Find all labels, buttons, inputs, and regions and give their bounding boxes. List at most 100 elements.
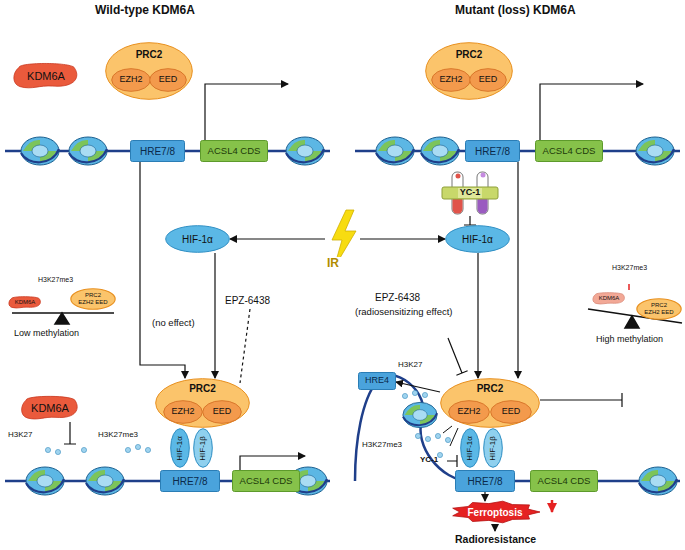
node-text: HRE4 [365, 376, 389, 386]
node-text: KDM6A [31, 402, 69, 414]
text-holder: HIF-1α [460, 428, 480, 468]
subunit-ellipse: EZH2 [111, 68, 151, 92]
annotation-label: YC-1 [420, 455, 438, 464]
dna-strand [5, 151, 680, 481]
factor-ellipse: HIF-1β [483, 428, 503, 468]
decrease-arrow [551, 500, 554, 512]
subunit-ellipse: EED [490, 400, 532, 424]
annotation-label: H3K27 [8, 430, 32, 439]
node-text: HIF-1β [489, 436, 498, 461]
node-text: ACSL4 CDS [543, 146, 596, 156]
subunit-ellipse: EZH2 [431, 68, 471, 92]
hre-box: HRE4 [358, 372, 396, 390]
gene-box: ACSL4 CDS [232, 470, 300, 492]
annotation-label: EPZ-6438 [225, 295, 270, 307]
annotation-label: (no effect) [152, 318, 195, 329]
node-text: KDM6A [15, 299, 36, 306]
annotation-label: H3K27me3 [38, 276, 73, 284]
annotation-label: High methylation [596, 334, 663, 344]
node-text: HIF-1α [466, 436, 475, 461]
node-text: HRE7/8 [467, 476, 502, 487]
node-text: HRE7/8 [475, 146, 510, 157]
text-holder: HIF-1β [483, 428, 503, 468]
text-holder: HRE7/8 [130, 140, 185, 162]
text-holder: Ferroptosis [450, 501, 540, 523]
text-holder: HRE7/8 [455, 470, 515, 492]
text-holder: EZH2 [163, 400, 203, 424]
node-text: EZH2 [439, 75, 462, 85]
node-text: HIF-1α [182, 234, 213, 245]
nucleosome [21, 137, 677, 495]
annotation-label: H3K27 [398, 360, 422, 369]
text-holder: PRC2EZH2 EED [70, 288, 116, 310]
arrow-connector [230, 238, 325, 239]
arrow-connector [477, 253, 478, 378]
text-holder: IR [325, 210, 360, 270]
text-holder: HIF-1β [193, 428, 213, 468]
node-text: EED [159, 75, 178, 85]
text-holder: PRC2EZH2 EED [636, 298, 682, 320]
text-holder: KDM6A [8, 296, 42, 309]
annotation-label: (radiosensitizing effect) [355, 307, 460, 318]
complex-ellipse: PRC2EZH2 EED [155, 378, 250, 428]
text-holder: HIF-1α [445, 225, 510, 253]
node-text: HIF-1α [462, 234, 493, 245]
annotation-label: H3K27me3 [98, 430, 138, 439]
factor-ellipse: HIF-1α [170, 428, 190, 468]
node-text: YC-1 [458, 188, 483, 198]
drug-icon: YC-1 [440, 170, 500, 216]
text-holder: HRE7/8 [465, 140, 520, 162]
complex-ellipse: PRC2EZH2EED [425, 42, 513, 100]
text-holder: YC-1 [440, 170, 500, 216]
text-holder: EZH2 [431, 68, 471, 92]
text-holder: EED [149, 68, 187, 92]
node-text: PRC2 [651, 302, 667, 309]
outcome-burst: Ferroptosis [450, 501, 540, 523]
text-holder: EZH2 [448, 400, 490, 424]
annotation-label: H3K27me3 [362, 440, 402, 449]
result-arrow [494, 524, 495, 531]
dotted-line [240, 309, 250, 383]
arrow-connector [484, 492, 485, 501]
arrow-connector [214, 253, 215, 378]
text-holder: EED [490, 400, 532, 424]
hre-box: HRE7/8 [130, 140, 185, 162]
kdm6a-loss-arrow [628, 284, 630, 290]
text-holder: HIF-1α [170, 428, 190, 468]
methylation-arrow [443, 426, 458, 446]
subunit-ellipse: EED [202, 400, 242, 424]
enzyme-blob: KDM6A [8, 296, 42, 309]
subunit-ellipse: EED [149, 68, 187, 92]
node-text: PRC2 [136, 49, 163, 60]
subunit-ellipse: EED [469, 68, 507, 92]
node-text: EED [479, 75, 498, 85]
node-text: HIF-1β [199, 436, 208, 461]
promoter-arrow [205, 84, 643, 470]
complex-ellipse: PRC2EZH2EED [440, 378, 540, 428]
subunit-ellipse: EZH2 [163, 400, 203, 424]
text-holder: ACSL4 CDS [232, 470, 300, 492]
panel-title: Wild-type KDM6A [95, 4, 195, 18]
annotation-label: H3K27me3 [612, 264, 647, 272]
hre-box: HRE7/8 [160, 470, 220, 492]
complex-ellipse: PRC2EZH2 EED [636, 298, 682, 320]
factor-ellipse: HIF-1α [445, 225, 510, 253]
hre-box: HRE7/8 [465, 140, 520, 162]
node-text: PRC2 [189, 383, 216, 394]
node-text: ACSL4 CDS [208, 146, 261, 156]
text-holder: ACSL4 CDS [535, 140, 603, 162]
inhibition-line [64, 338, 622, 467]
annotation-label: EPZ-6438 [375, 292, 420, 304]
annotation-label: Radioresistance [455, 533, 536, 545]
node-text: EZH2 [171, 407, 194, 417]
node-text: EZH2 [457, 407, 480, 417]
text-holder: HIF-1α [165, 225, 230, 253]
factor-ellipse: HIF-1α [460, 428, 480, 468]
radiation-bolt: IR [325, 210, 360, 270]
node-text: EZH2 EED [644, 309, 673, 316]
gene-box: ACSL4 CDS [535, 140, 603, 162]
factor-ellipse: HIF-1β [193, 428, 213, 468]
